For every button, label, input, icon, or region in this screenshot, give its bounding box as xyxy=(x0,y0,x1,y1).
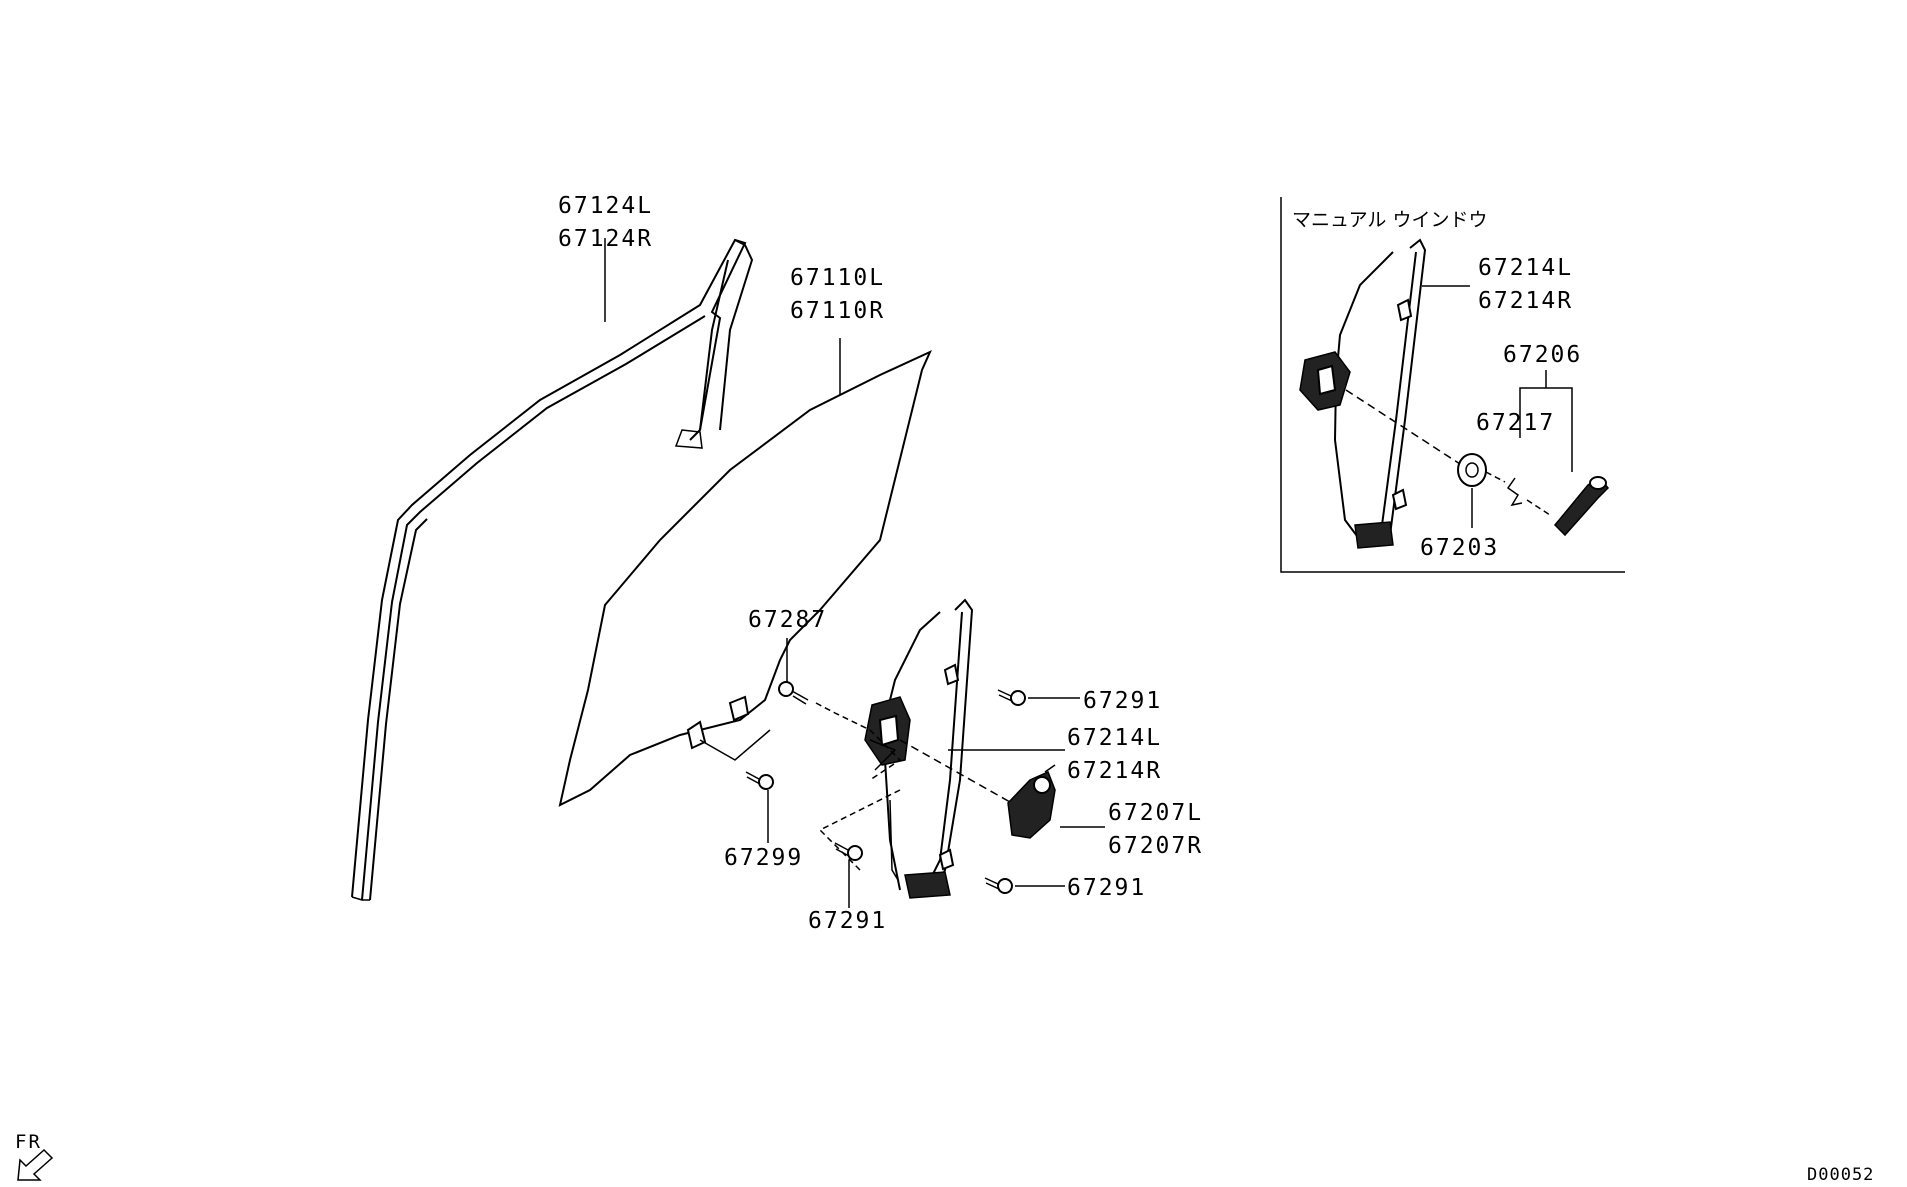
bolts xyxy=(745,681,1026,894)
bolt-67291-upper xyxy=(997,689,1026,706)
inset-label-67217: 67217 xyxy=(1476,410,1555,436)
bolt-67291-bottom xyxy=(834,842,863,861)
leader-lines xyxy=(604,238,1105,908)
label-67287: 67287 xyxy=(748,607,827,633)
bolt-67291-lower xyxy=(984,877,1013,894)
label-67207R: 67207R xyxy=(1108,833,1203,859)
front-direction-indicator: FR xyxy=(15,1131,54,1181)
label-67110R: 67110R xyxy=(790,298,885,324)
inset-label-67214L: 67214L xyxy=(1478,255,1573,281)
inset-escutcheon xyxy=(1457,453,1487,487)
diagram-code: D00052 xyxy=(1807,1165,1874,1185)
label-67214L: 67214L xyxy=(1067,725,1162,751)
inset-label-67206: 67206 xyxy=(1503,342,1582,368)
inset-label-67203: 67203 xyxy=(1420,535,1499,561)
glass-run-channel xyxy=(351,238,754,901)
door-glass xyxy=(558,349,932,807)
glass-clips xyxy=(686,695,750,750)
inset-manual-window: マニュアル ウインドウ xyxy=(1280,197,1625,573)
label-67124R: 67124R xyxy=(558,226,653,252)
label-67291-lower: 67291 xyxy=(1067,875,1146,901)
bolt-67299 xyxy=(745,771,774,790)
label-67124L: 67124L xyxy=(558,193,653,219)
window-regulator xyxy=(864,598,974,899)
label-67214R: 67214R xyxy=(1067,758,1162,784)
inset-frame xyxy=(1280,197,1625,573)
label-67299: 67299 xyxy=(724,845,803,871)
label-67207L: 67207L xyxy=(1108,800,1203,826)
inset-clip xyxy=(1506,477,1523,507)
inset-title: マニュアル ウインドウ xyxy=(1292,209,1487,231)
fr-label: FR xyxy=(15,1131,42,1153)
window-motor xyxy=(1007,764,1056,839)
bolt-67287 xyxy=(778,681,809,705)
label-67291-upper: 67291 xyxy=(1083,688,1162,714)
label-67291-bottom: 67291 xyxy=(808,908,887,934)
inset-regulator xyxy=(1299,238,1427,549)
inset-label-67214R: 67214R xyxy=(1478,288,1573,314)
fr-arrow-icon xyxy=(17,1148,54,1181)
inset-handle xyxy=(1553,476,1610,537)
label-67110L: 67110L xyxy=(790,265,885,291)
